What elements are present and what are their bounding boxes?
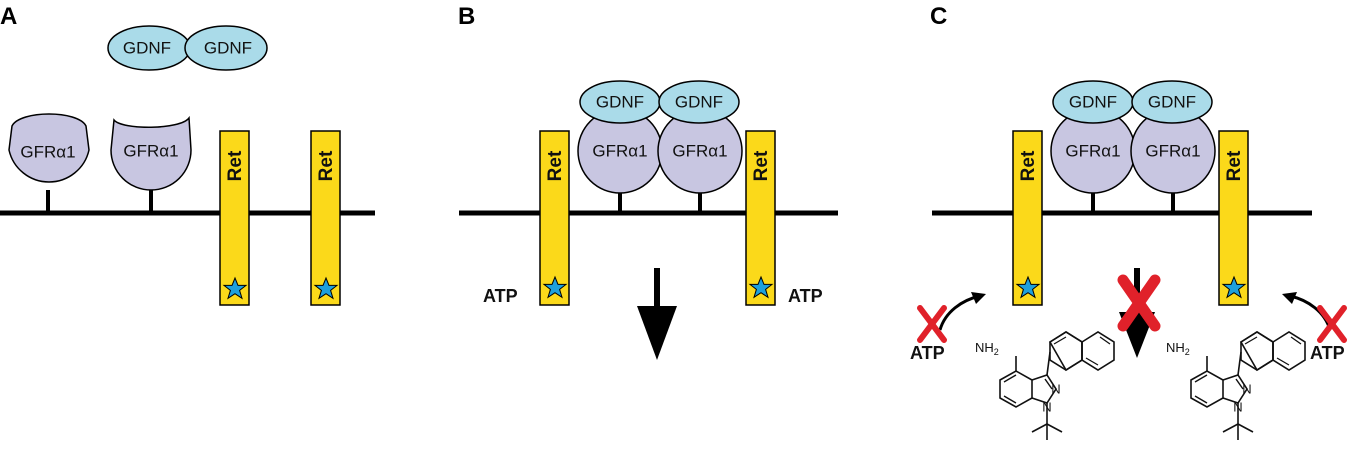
- nh2-label: NH2: [1166, 340, 1190, 357]
- panel-b: B GFRα1 GFRα1 GDNF GDNF Ret Ret: [458, 3, 838, 360]
- atp-label: ATP: [1310, 343, 1345, 363]
- gfr-label: GFRα1: [672, 142, 727, 161]
- gdnf-label: GDNF: [1069, 93, 1117, 112]
- gfr-receptor: GFRα1: [1050, 108, 1136, 213]
- gfr-label: GFRα1: [20, 143, 75, 162]
- panel-c: C GFRα1 GFRα1 GDNF GDNF Ret Ret: [910, 3, 1347, 441]
- n-label: N: [1233, 400, 1242, 415]
- gdnf-label: GDNF: [204, 39, 252, 58]
- gdnf-dimer: GDNF GDNF: [107, 25, 268, 71]
- gdnf-label: GDNF: [675, 93, 723, 112]
- ret-receptor: Ret: [539, 130, 570, 306]
- ret-label: Ret: [316, 150, 337, 181]
- n-label: N: [1242, 382, 1251, 397]
- ret-receptor: Ret: [219, 130, 250, 306]
- gdnf-monomer: [184, 25, 268, 71]
- atp-binding-arrow-icon: [938, 292, 986, 331]
- ret-receptor: Ret: [1012, 130, 1043, 306]
- inhibit-x-icon: [917, 305, 947, 343]
- atp-label: ATP: [910, 343, 945, 363]
- signal-arrow-icon: [637, 268, 677, 360]
- atp-label: ATP: [788, 286, 823, 306]
- gfr-receptor: GFRα1: [1130, 108, 1216, 213]
- inhibit-x-icon: [1117, 274, 1161, 332]
- gdnf-label: GDNF: [123, 39, 171, 58]
- gfr-label: GFRα1: [592, 142, 647, 161]
- gdnf-label: GDNF: [596, 93, 644, 112]
- gdnf-label: GDNF: [1148, 93, 1196, 112]
- n-label: N: [1051, 382, 1060, 397]
- panel-b-letter: B: [458, 3, 475, 30]
- ret-receptor: Ret: [310, 130, 341, 306]
- panel-c-letter: C: [930, 3, 947, 30]
- ret-label: Ret: [751, 150, 772, 181]
- panel-a-letter: A: [0, 3, 17, 30]
- ret-receptor: Ret: [745, 130, 776, 306]
- gfr-receptor: GFRα1: [110, 115, 192, 213]
- atp-label: ATP: [483, 286, 518, 306]
- ret-receptor: Ret: [1218, 130, 1249, 306]
- inhibitor-molecule: NH2 N N: [975, 331, 1115, 441]
- gdnf-dimer: GDNF GDNF: [1052, 80, 1213, 124]
- ret-label: Ret: [1018, 150, 1039, 181]
- n-label: N: [1042, 400, 1051, 415]
- gfr-label: GFRα1: [123, 142, 178, 161]
- gdnf-dimer: GDNF GDNF: [579, 80, 740, 124]
- inhibitor-molecule: NH2 N N: [1166, 331, 1306, 441]
- gfr-receptor: GFRα1: [577, 108, 663, 213]
- gfr-receptor: GFRα1: [8, 113, 90, 213]
- gfr-receptor: GFRα1: [657, 108, 743, 213]
- gfr-label: GFRα1: [1065, 142, 1120, 161]
- gfr-label: GFRα1: [1145, 142, 1200, 161]
- ret-label: Ret: [1224, 150, 1245, 181]
- ret-label: Ret: [225, 150, 246, 181]
- ret-label: Ret: [545, 150, 566, 181]
- inhibit-x-icon: [1317, 305, 1347, 343]
- nh2-label: NH2: [975, 340, 999, 357]
- panel-a: A GDNF GDNF GFRα1 GFRα1 Ret: [0, 3, 375, 306]
